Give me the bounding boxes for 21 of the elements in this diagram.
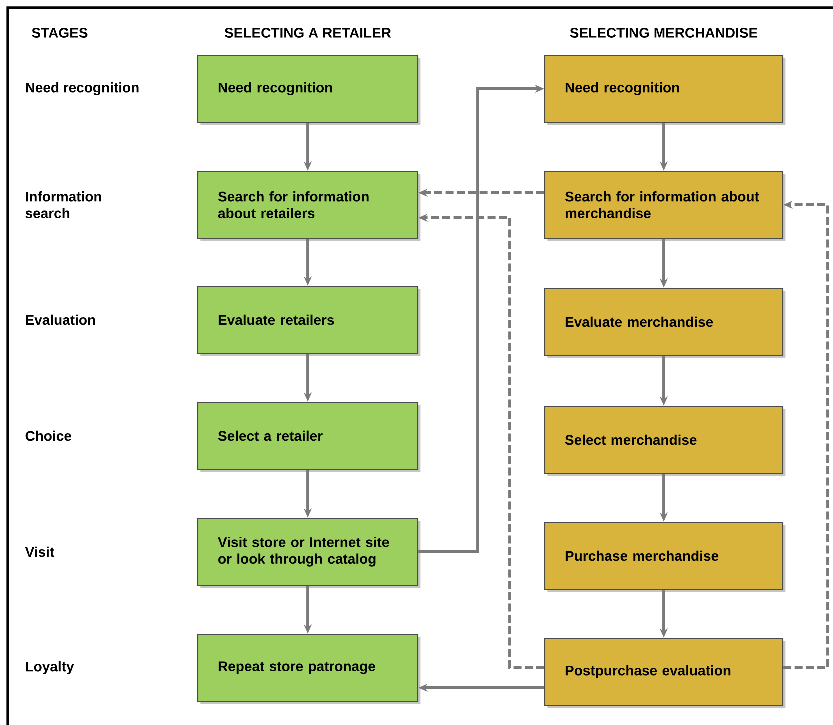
stage-label: Information search xyxy=(26,192,102,218)
retailer-step-box: Repeat store patronage xyxy=(197,634,421,704)
stage-label: Loyalty xyxy=(26,661,74,674)
stage-label: Choice xyxy=(26,430,72,442)
stage-label: Visit xyxy=(25,546,54,558)
retailer-step-box: Evaluate retailers xyxy=(197,286,421,356)
merchandise-step-box: Need recognition xyxy=(544,54,786,126)
merchandise-step-box: Select merchandise xyxy=(544,406,786,476)
stage-label: Need recognition xyxy=(26,82,139,96)
column-heading: STAGES xyxy=(32,28,88,38)
merchandise-step-box: Evaluate merchandise xyxy=(544,288,786,358)
retailer-step-box: Visit store or Internet site or look through catalog xyxy=(197,518,421,588)
column-heading: SELECTING MERCHANDISE xyxy=(570,28,758,38)
retailer-step-box: Search for information about retailers xyxy=(197,170,421,242)
merchandise-step-box: Search for information about merchandise xyxy=(544,170,786,242)
retailer-step-box: Select a retailer xyxy=(197,402,421,472)
retailer-step-box: Need recognition xyxy=(197,54,421,126)
merchandise-step-box: Purchase merchandise xyxy=(544,522,786,592)
stage-label: Evaluation xyxy=(26,314,96,326)
column-heading: SELECTING A RETAILER xyxy=(224,28,392,38)
merchandise-step-box: Postpurchase evaluation xyxy=(544,638,786,708)
